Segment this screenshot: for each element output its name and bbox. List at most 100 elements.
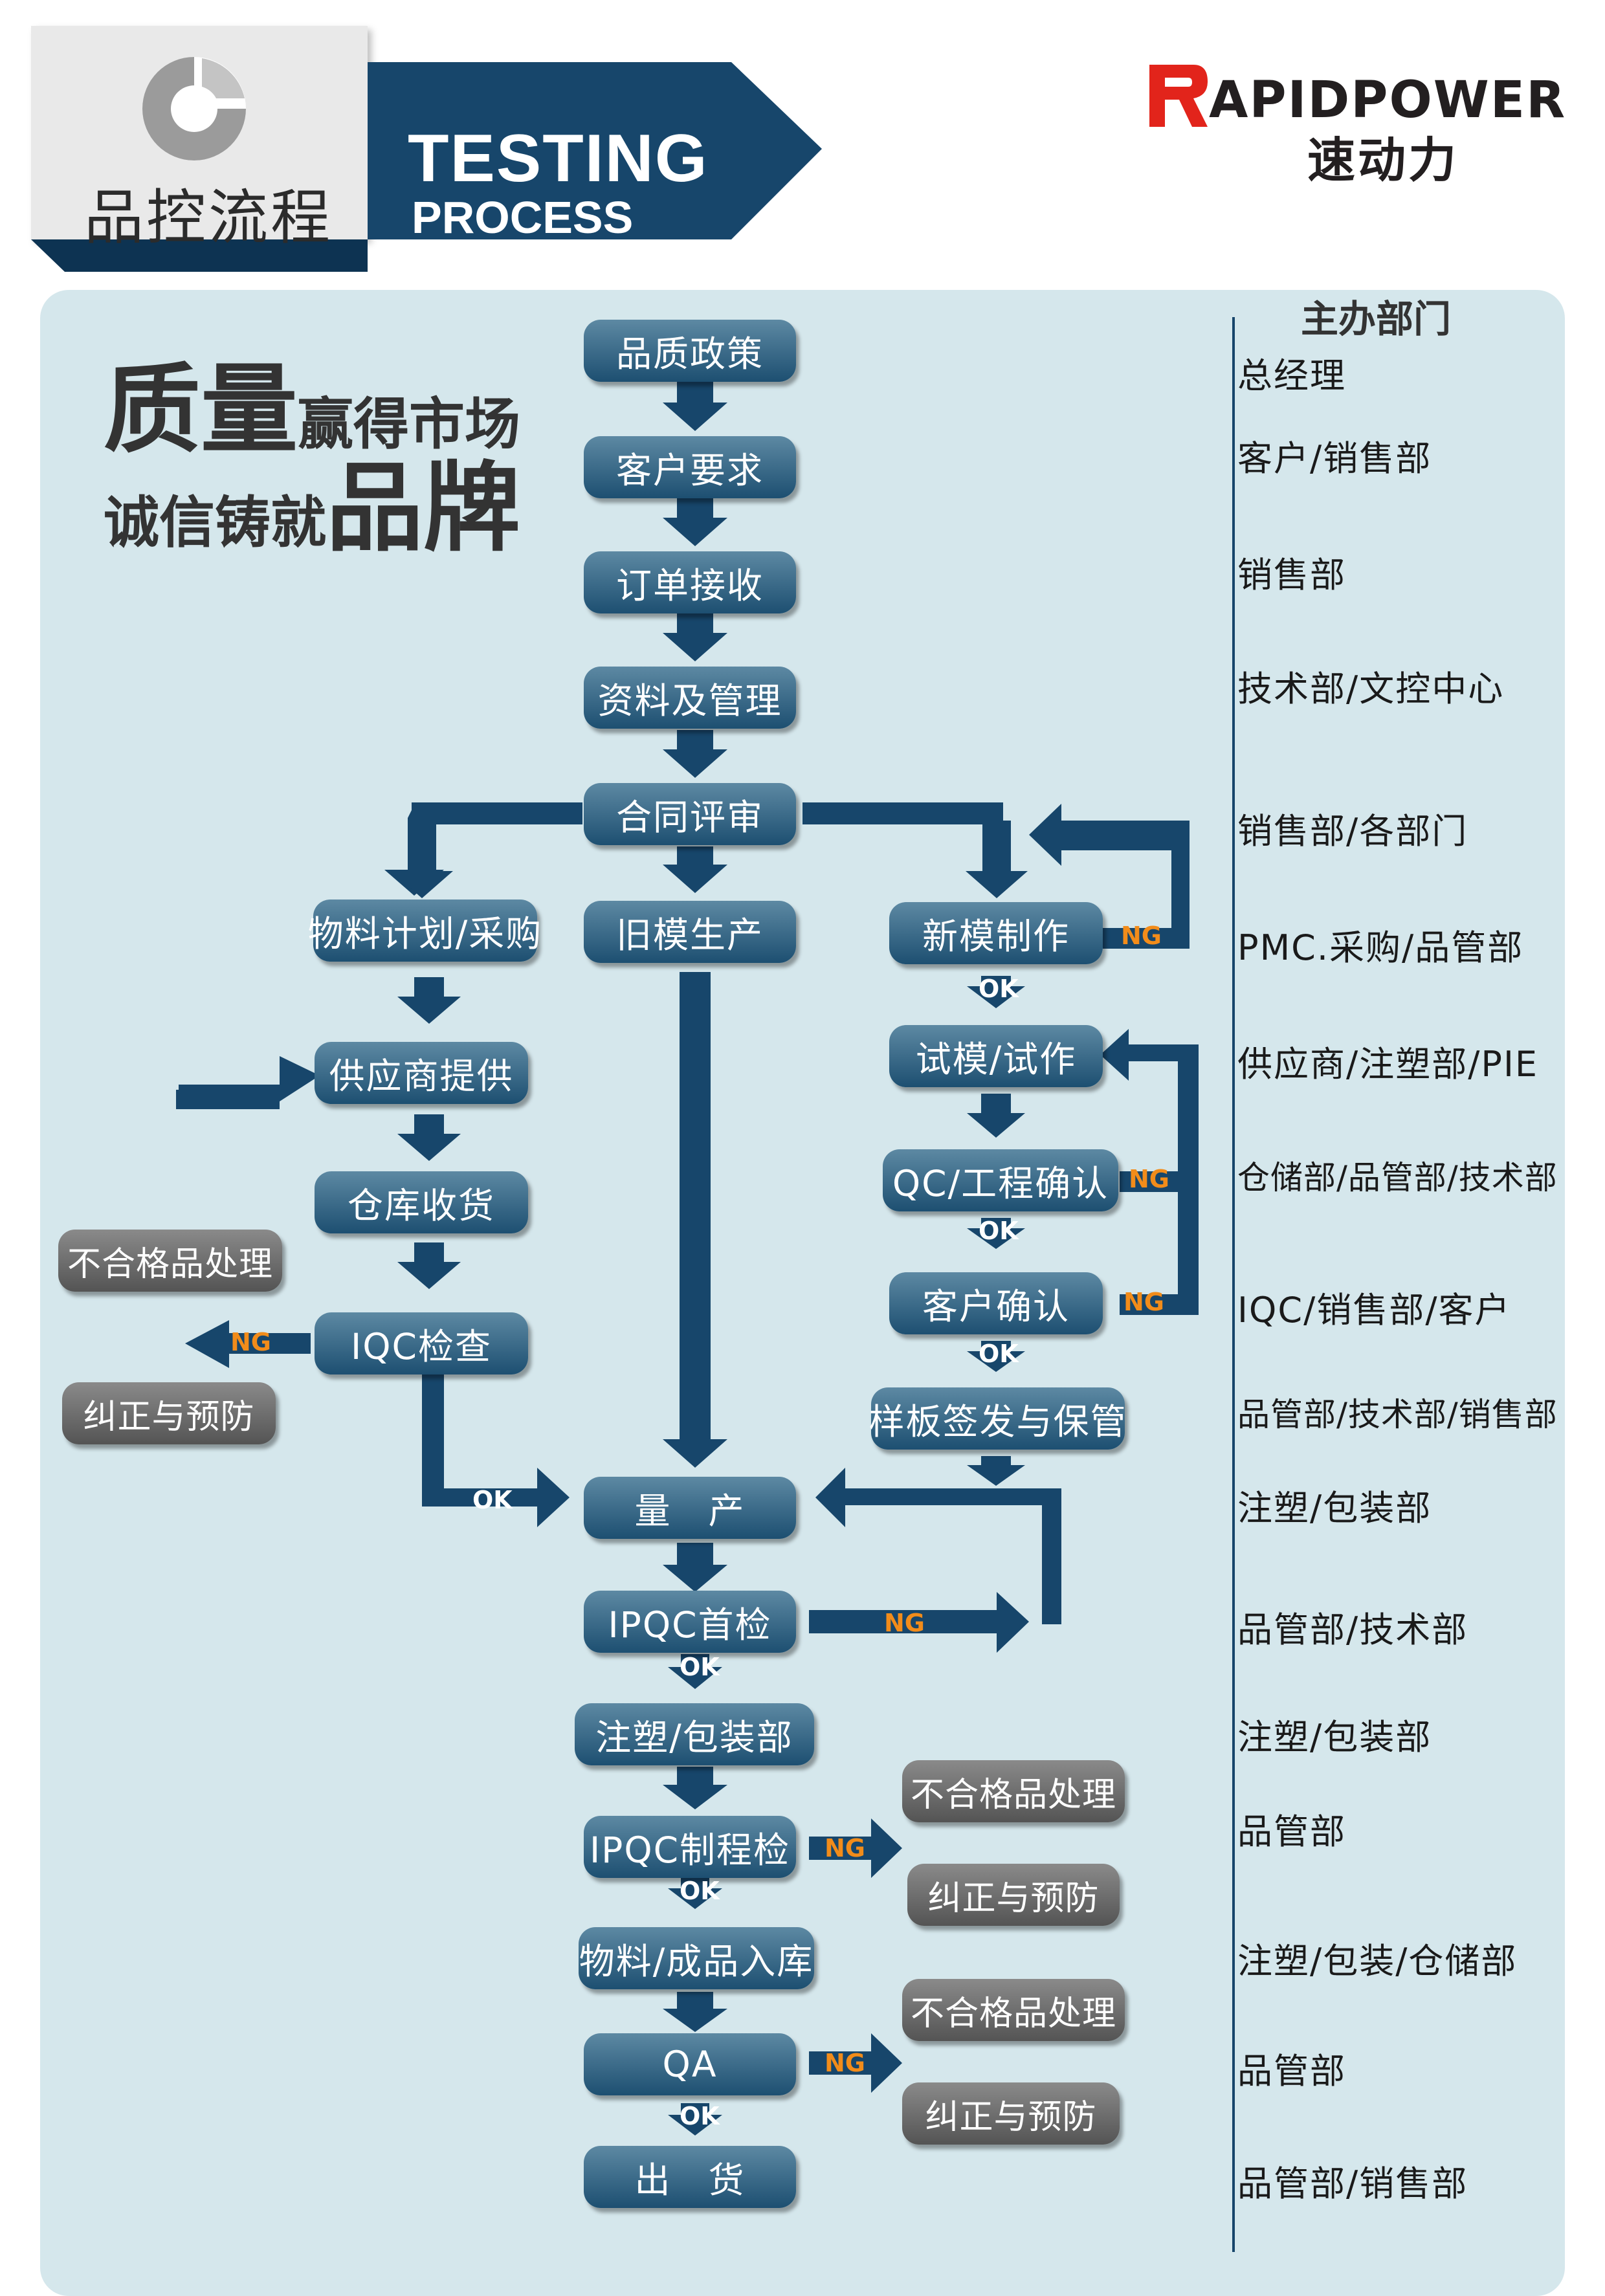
customer-confirm-box: 客户确认 (889, 1272, 1103, 1334)
department-item: IQC/销售部/客户 (1237, 1290, 1511, 1330)
branch-right-bar (802, 802, 1003, 824)
molding-packing-box: 注塑/包装部 (575, 1703, 814, 1765)
trial-mold-box: 试模/试作 (889, 1025, 1103, 1087)
ng-label-customer: NG (1124, 1288, 1164, 1316)
ok-label-qc: OK (979, 1217, 1019, 1245)
qa-ng-arrow (809, 2033, 902, 2093)
department-divider (1232, 317, 1235, 2252)
document-management-box: 资料及管理 (584, 667, 796, 729)
ng-label-new-mold: NG (1121, 922, 1162, 950)
reject-handling-2-box: 不合格品处理 (902, 1979, 1125, 2041)
department-item: 注塑/包装/仓储部 (1237, 1941, 1518, 1981)
branch-left-bar (412, 802, 582, 824)
reject-handling-left-box: 不合格品处理 (58, 1230, 282, 1292)
department-item: 销售部/各部门 (1237, 811, 1468, 852)
sample-loop (815, 1468, 1061, 1624)
ng-label-ipqc-first: NG (884, 1609, 925, 1637)
arrow-left-1 (397, 977, 461, 1024)
arrow-left-3 (397, 1242, 461, 1289)
ok-label-qa: OK (680, 2102, 720, 2130)
department-title: 主办部门 (1301, 297, 1452, 341)
corrective-left-box: 纠正与预防 (62, 1382, 276, 1444)
header-banner (31, 57, 822, 272)
brand-name: APIDPOWER (1209, 71, 1567, 129)
arrow-down-6 (663, 1543, 727, 1592)
customer-requirements-box: 客户要求 (584, 436, 796, 498)
iqc-ok-arrow (422, 1374, 570, 1527)
material-planning-box: 物料计划/采购 (308, 900, 541, 962)
qc-engineering-box: QC/工程确认 (883, 1149, 1118, 1211)
arrow-down-5 (663, 846, 727, 893)
department-item: 技术部/文控中心 (1237, 668, 1505, 709)
department-item: 供应商/注塑部/PIE (1237, 1044, 1538, 1085)
corrective-1-box: 纠正与预防 (907, 1864, 1120, 1926)
reject-handling-1-box: 不合格品处理 (902, 1760, 1125, 1822)
branch-right-head (966, 821, 1028, 898)
iqc-ng-arrow (185, 1320, 311, 1368)
department-item: 注塑/包装部 (1237, 1717, 1432, 1758)
ipqc-process-ng-arrow (809, 1818, 902, 1878)
order-receipt-box: 订单接收 (584, 551, 796, 613)
department-item: 仓储部/品管部/技术部 (1237, 1159, 1558, 1197)
ng-label-qc: NG (1129, 1165, 1169, 1193)
department-item: 品管部/技术部 (1237, 1609, 1468, 1650)
corrective-2-box: 纠正与预防 (902, 2082, 1120, 2145)
department-item: PMC.采购/品管部 (1237, 927, 1524, 968)
ipqc-first-inspection-box: IPQC首检 (584, 1591, 796, 1653)
department-item: 注塑/包装部 (1237, 1488, 1432, 1529)
department-item: 客户/销售部 (1237, 438, 1432, 479)
brand-name-cn: 速动力 (1307, 133, 1459, 188)
header-title-en-2: PROCESS (412, 192, 634, 243)
arrow-down-3 (663, 613, 727, 661)
arrow-right-1 (967, 976, 1025, 1008)
warehouse-receipt-box: 仓库收货 (315, 1171, 528, 1233)
ipqc-ng-arrow (809, 1592, 1029, 1653)
arrow-right-3 (967, 1218, 1025, 1249)
department-item: 品管部/销售部 (1237, 2163, 1468, 2204)
slogan-small-2: 诚信铸就 (104, 491, 326, 555)
mass-production-box: 量 产 (584, 1477, 796, 1539)
arrow-right-2 (967, 1094, 1025, 1138)
arrow-down-9 (668, 1878, 722, 1909)
arrow-down-8 (663, 1767, 727, 1809)
ng-label-iqc: NG (230, 1328, 271, 1356)
reject-loop-arrow (153, 1056, 320, 1228)
header-title-en-1: TESTING (408, 121, 709, 196)
department-item: 销售部 (1237, 555, 1346, 595)
ipqc-process-inspection-box: IPQC制程检 (584, 1816, 796, 1878)
department-item: 品管部/技术部/销售部 (1237, 1396, 1558, 1433)
newmold-ng-loop (1029, 804, 1190, 949)
arrow-right-5 (967, 1456, 1025, 1486)
slogan-line-1: 质量赢得市场 (104, 331, 520, 472)
old-mold-arrow (663, 972, 727, 1468)
ng-label-qa: NG (825, 2049, 865, 2077)
ok-label-iqc: OK (472, 1486, 513, 1514)
old-mold-production-box: 旧模生产 (584, 901, 796, 963)
new-mold-box: 新模制作 (889, 902, 1103, 964)
ok-label-customer: OK (979, 1340, 1019, 1368)
quality-policy-box: 品质政策 (584, 320, 796, 382)
ok-label-new-mold: OK (979, 975, 1019, 1003)
arrow-down-10 (663, 1992, 727, 2032)
shipment-box: 出 货 (584, 2146, 796, 2208)
branch-left-head (391, 821, 453, 898)
slogan-line-2: 诚信铸就品牌 (104, 430, 520, 570)
header-title-cn: 品控流程 (84, 183, 333, 252)
arrow-down-7 (668, 1654, 722, 1689)
slogan-big-2: 品牌 (326, 452, 521, 565)
qc-ng-loop (1100, 1029, 1199, 1315)
slogan-big-1: 质量 (104, 354, 298, 467)
supplier-box: 供应商提供 (315, 1042, 528, 1104)
arrow-right-4 (967, 1341, 1025, 1372)
iqc-inspection-box: IQC检查 (315, 1312, 528, 1374)
department-item: 总经理 (1237, 355, 1346, 396)
qa-box: QA (584, 2033, 796, 2095)
department-item: 品管部 (1237, 1811, 1346, 1852)
arrow-down-1 (663, 381, 727, 431)
arrow-down-4 (663, 730, 727, 778)
slogan-small-1: 赢得市场 (298, 392, 521, 457)
ok-label-ipqc-first: OK (680, 1653, 720, 1681)
stock-in-box: 物料/成品入库 (579, 1927, 814, 1989)
sample-signoff-box: 样板签发与保管 (869, 1387, 1126, 1450)
contract-review-box: 合同评审 (584, 783, 796, 845)
